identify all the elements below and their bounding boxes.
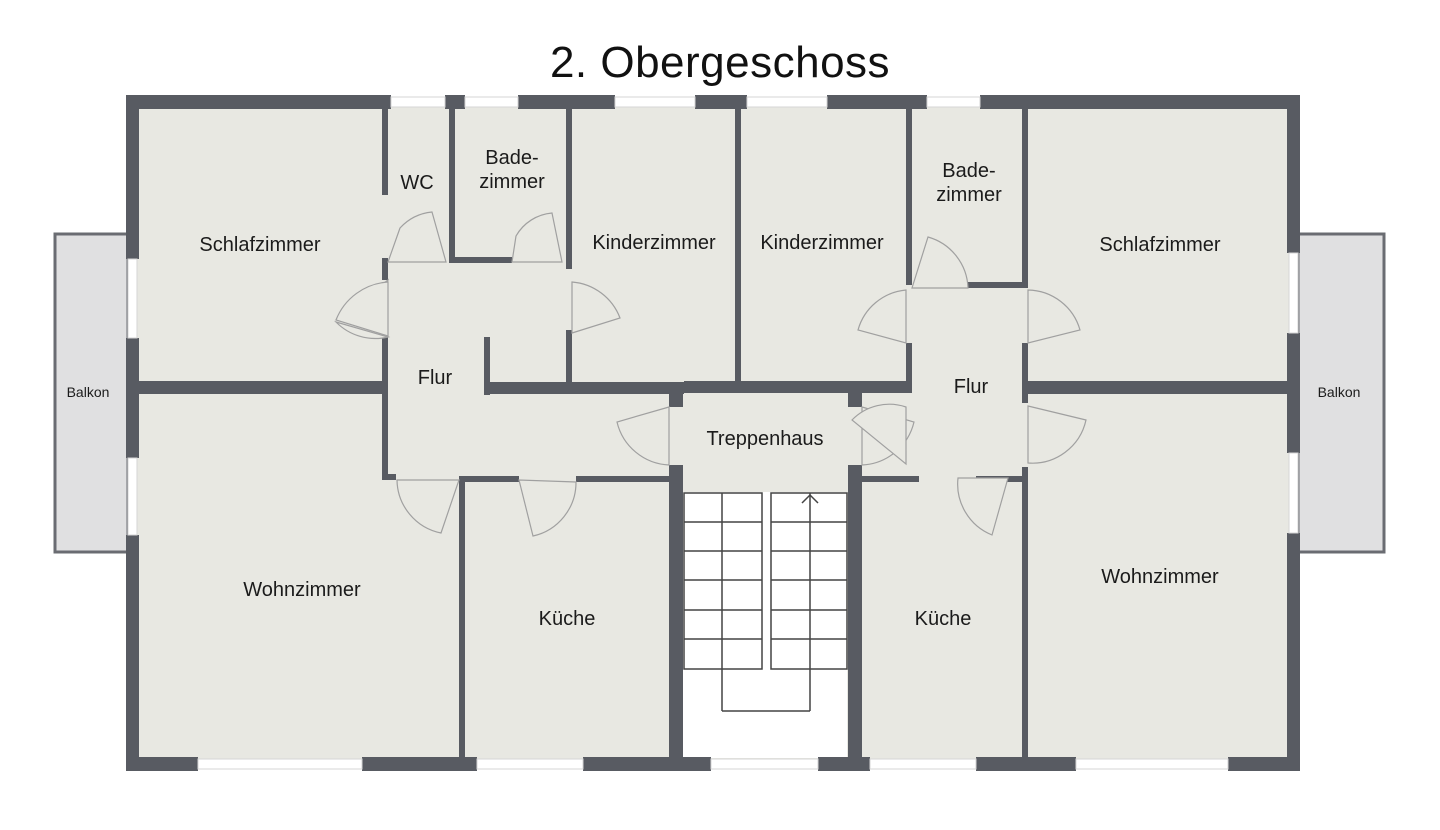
- room-left-balkon: Balkon: [66, 384, 110, 400]
- room-right-kinderzimmer: Kinderzimmer: [760, 232, 884, 254]
- stairs: [683, 492, 848, 712]
- room-left-schlafzimmer: Schlafzimmer: [199, 234, 321, 256]
- left-balcony: [53, 232, 130, 554]
- room-right-kueche: Küche: [914, 608, 972, 630]
- right-balcony: [1296, 232, 1386, 554]
- room-left-kueche: Küche: [538, 608, 596, 630]
- stairwell-area: [683, 492, 847, 758]
- room-right-badezimmer: Bade- zimmer: [936, 160, 1002, 206]
- room-treppenhaus: Treppenhaus: [706, 428, 824, 450]
- room-right-wohnzimmer: Wohnzimmer: [1101, 566, 1219, 588]
- room-left-kinderzimmer: Kinderzimmer: [592, 232, 716, 254]
- room-left-badezimmer: Bade- zimmer: [479, 147, 545, 193]
- room-right-flur: Flur: [953, 376, 989, 398]
- floor-title: 2. Obergeschoss: [549, 38, 891, 87]
- walls: [126, 95, 1300, 771]
- room-right-schlafzimmer: Schlafzimmer: [1099, 234, 1221, 256]
- room-right-balkon: Balkon: [1317, 384, 1361, 400]
- windows: [127, 96, 1299, 770]
- room-left-wohnzimmer: Wohnzimmer: [243, 579, 361, 601]
- room-left-wc: WC: [400, 172, 434, 194]
- door-swings: [333, 211, 1087, 537]
- room-left-flur: Flur: [417, 367, 453, 389]
